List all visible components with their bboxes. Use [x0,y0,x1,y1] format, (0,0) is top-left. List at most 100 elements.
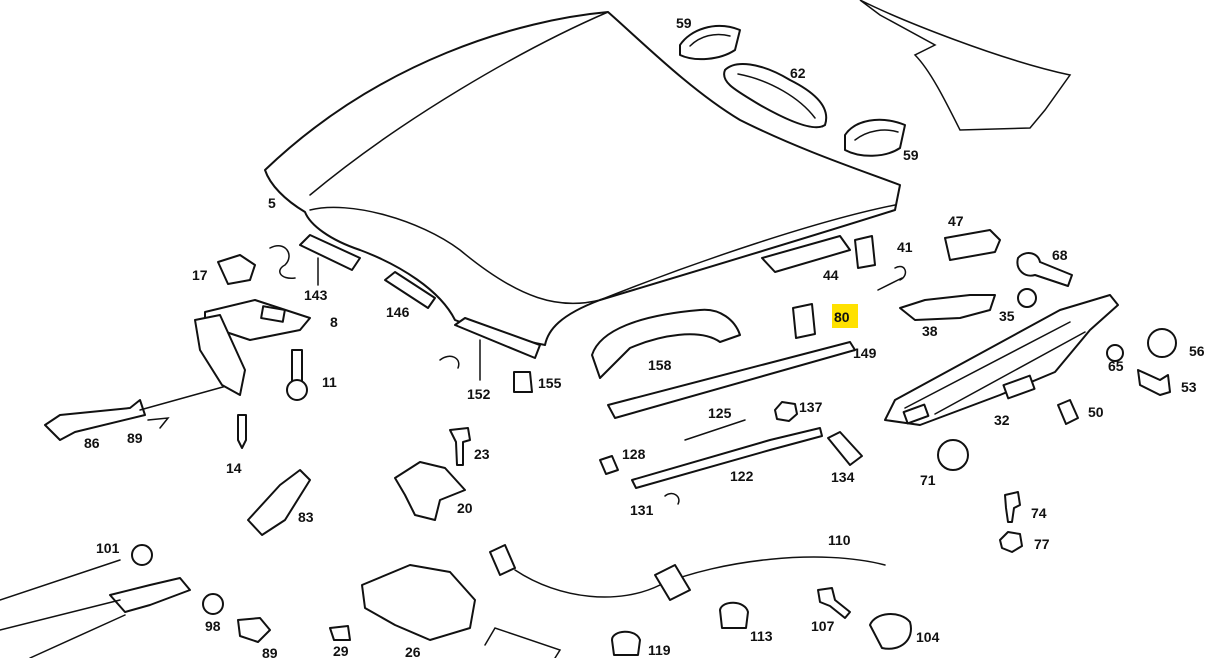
label-131: 131 [630,502,654,518]
hinge-bar-143 [299,234,361,271]
bolt-74 [1004,491,1021,523]
bolt-23 [449,427,471,466]
nut-56 [1147,328,1177,358]
label-11: 11 [322,374,337,390]
bracket-83 [247,469,311,536]
nut-71 [937,439,969,471]
label-68: 68 [1052,247,1068,263]
hinge-32-hole [1002,374,1036,400]
seal-158 [591,308,741,379]
bolt-11 [291,349,303,383]
pin-152 [439,355,460,369]
label-80: 80 [834,309,850,325]
clip-17-spring [269,245,296,279]
vent-62-inner [737,73,816,119]
label-119: 119 [648,642,671,658]
cable-link [139,384,231,411]
hood-crease-front [309,206,601,305]
vent-59-top-inner [689,33,731,47]
bushing-50 [1057,399,1079,425]
label-155: 155 [538,375,562,391]
label-143: 143 [304,287,328,303]
clip-17 [217,254,256,285]
hood-panel [264,11,901,346]
label-107: 107 [811,618,835,634]
label-89-left: 89 [127,430,143,446]
label-44: 44 [823,267,839,283]
washer-65 [1106,344,1124,362]
label-8: 8 [330,314,338,330]
label-53: 53 [1181,379,1197,395]
label-14: 14 [226,460,242,476]
nut-77 [999,531,1023,553]
plate-38 [899,294,996,321]
latch-20 [394,461,466,521]
highlight-box-80 [832,304,858,328]
label-83: 83 [298,509,314,525]
latch-lines [0,559,126,658]
latch-arm [109,577,191,613]
label-125: 125 [708,405,732,421]
label-122: 122 [730,468,754,484]
label-98: 98 [205,618,221,634]
label-77: 77 [1034,536,1050,552]
clip-131 [664,492,680,505]
label-23: 23 [474,446,490,462]
knob-104 [869,613,912,650]
strip-149 [607,341,856,419]
label-128: 128 [622,446,646,462]
label-113: 113 [750,628,773,644]
label-50: 50 [1088,404,1104,420]
label-56: 56 [1189,343,1205,359]
bolt-53 [1137,369,1171,396]
vent-62 [723,63,828,129]
strut-122 [631,427,823,489]
clip-80 [792,303,816,339]
label-149: 149 [853,345,877,361]
bolt-128 [599,455,619,475]
rod-125 [684,419,746,441]
latch-86 [44,399,146,441]
label-146: 146 [386,304,410,320]
bracket-47 [944,229,1001,261]
label-101: 101 [96,540,120,556]
cap-119 [611,630,641,656]
hinge-32-slot [904,321,1086,415]
label-110: 110 [828,532,851,548]
stud-134 [827,431,863,466]
bracket-44 [761,235,851,273]
hood-crease-left [309,11,609,196]
rod-146 [384,271,436,309]
label-134: 134 [831,469,855,485]
label-71: 71 [920,472,936,488]
label-47: 47 [948,213,964,229]
label-152: 152 [467,386,491,402]
vent-59-right [844,118,906,157]
hinge-32-hole-2 [902,403,930,425]
spring-41 [877,265,907,291]
nut-137 [774,401,798,422]
label-59-top: 59 [676,15,692,31]
label-26: 26 [405,644,421,658]
label-17: 17 [192,267,208,283]
label-59-right: 59 [903,147,919,163]
label-35: 35 [999,308,1015,324]
grommet-113 [719,601,749,629]
clip-44 [854,235,876,269]
washer-11 [286,379,308,401]
label-32: 32 [994,412,1010,428]
bin-26 [361,564,476,641]
cowl-outline [859,0,1072,131]
bolt-68 [1016,252,1073,287]
label-20: 20 [457,500,473,516]
label-29: 29 [333,643,349,658]
label-137: 137 [799,399,823,415]
clip-89 [147,417,170,429]
label-5: 5 [268,195,276,211]
cap-89 [237,617,271,643]
plug-98 [202,593,224,615]
strip-152 [454,317,541,359]
label-158: 158 [648,357,672,373]
label-62: 62 [790,65,806,81]
plate-8-slot [260,305,286,323]
